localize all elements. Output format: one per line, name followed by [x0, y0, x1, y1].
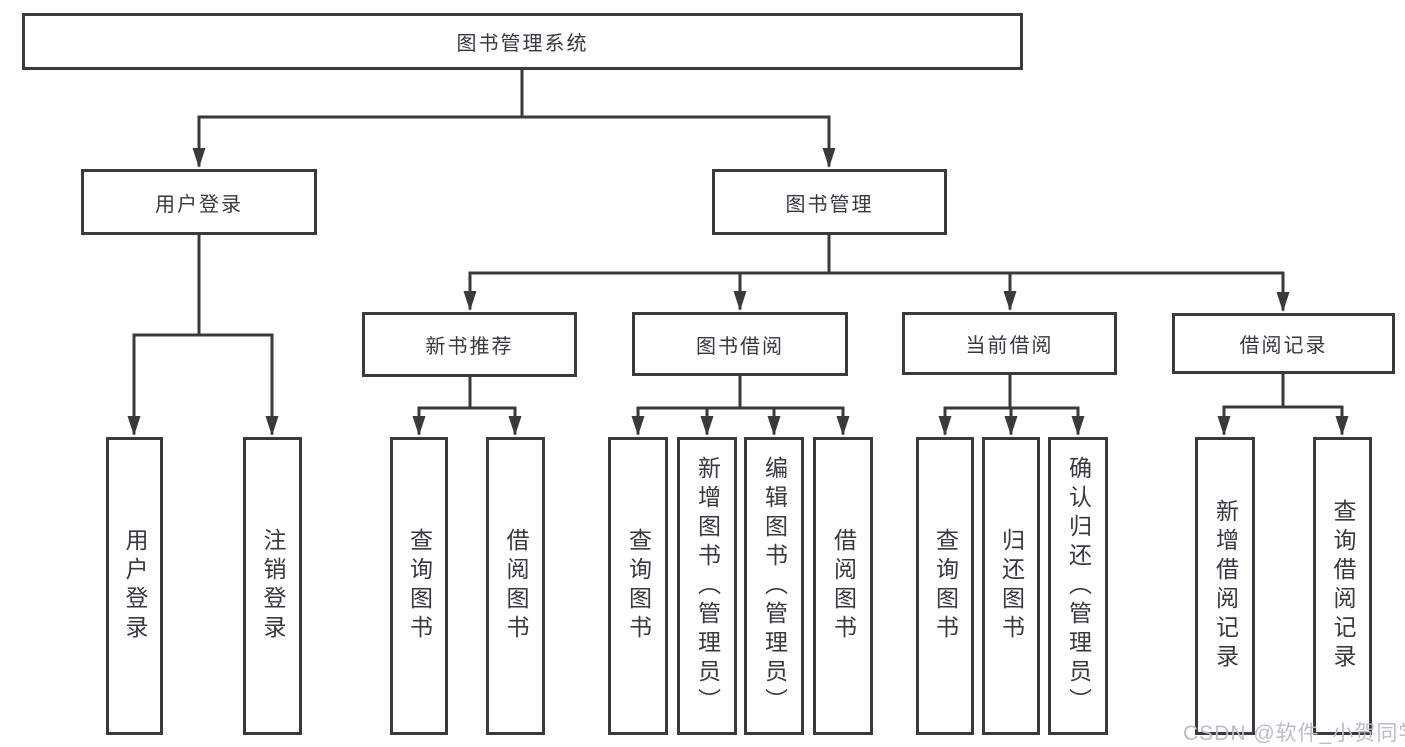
- watermark: CSDN @软件_小贺同学: [1183, 722, 1405, 745]
- leaf-query-borrow-record-label: 查询借阅记录: [1330, 499, 1356, 673]
- leaf-borrow-books-recommend-label: 借阅图书: [503, 528, 529, 644]
- leaf-confirm-return-admin-label: 确认归还（管理员）: [1065, 455, 1092, 717]
- leaf-query-books-recommend: 查询图书: [390, 437, 448, 735]
- node-user-login: 用户登录: [81, 169, 317, 235]
- leaf-query-books-borrow: 查询图书: [608, 437, 668, 735]
- leaf-add-book-admin: 新增图书（管理员）: [677, 437, 737, 735]
- edges-root-to-level2: [192, 67, 836, 168]
- edges-new-book-children: [412, 375, 522, 436]
- leaf-return-books: 归还图书: [982, 437, 1040, 735]
- edges-book-management-children: [463, 232, 1290, 312]
- edges-book-borrow-children: [631, 374, 850, 436]
- leaf-edit-book-admin-label: 编辑图书（管理员）: [761, 455, 788, 717]
- leaf-logout: 注销登录: [243, 437, 302, 735]
- leaf-user-login-label: 用户登录: [122, 528, 148, 644]
- leaf-add-borrow-record: 新增借阅记录: [1195, 437, 1255, 735]
- node-book-borrowing: 图书借阅: [632, 312, 848, 376]
- leaf-edit-book-admin: 编辑图书（管理员）: [744, 437, 804, 735]
- node-current-borrowing: 当前借阅: [902, 312, 1117, 375]
- node-new-book-recommend: 新书推荐: [362, 312, 577, 377]
- leaf-add-borrow-record-label: 新增借阅记录: [1212, 499, 1239, 673]
- leaf-user-login: 用户登录: [106, 437, 163, 735]
- leaf-borrow-books-recommend: 借阅图书: [486, 437, 545, 735]
- edges-borrow-record-children: [1217, 372, 1349, 436]
- edges-current-borrow-children: [938, 373, 1085, 436]
- leaf-query-books-borrow-label: 查询图书: [625, 528, 652, 644]
- edges-user-login-children: [127, 232, 279, 436]
- leaf-query-borrow-record: 查询借阅记录: [1313, 437, 1372, 735]
- node-root: 图书管理系统: [22, 13, 1023, 70]
- leaf-confirm-return-admin: 确认归还（管理员）: [1048, 437, 1108, 735]
- leaf-borrow-books-label: 借阅图书: [830, 528, 857, 644]
- node-borrowing-records: 借阅记录: [1172, 313, 1395, 374]
- leaf-query-books-current-label: 查询图书: [932, 528, 959, 644]
- leaf-query-books-recommend-label: 查询图书: [406, 528, 433, 644]
- leaf-logout-label: 注销登录: [260, 528, 286, 644]
- leaf-query-books-current: 查询图书: [916, 437, 974, 735]
- leaf-borrow-books: 借阅图书: [813, 437, 873, 735]
- leaf-add-book-admin-label: 新增图书（管理员）: [694, 455, 721, 717]
- node-book-management: 图书管理: [712, 169, 947, 235]
- leaf-return-books-label: 归还图书: [998, 528, 1025, 644]
